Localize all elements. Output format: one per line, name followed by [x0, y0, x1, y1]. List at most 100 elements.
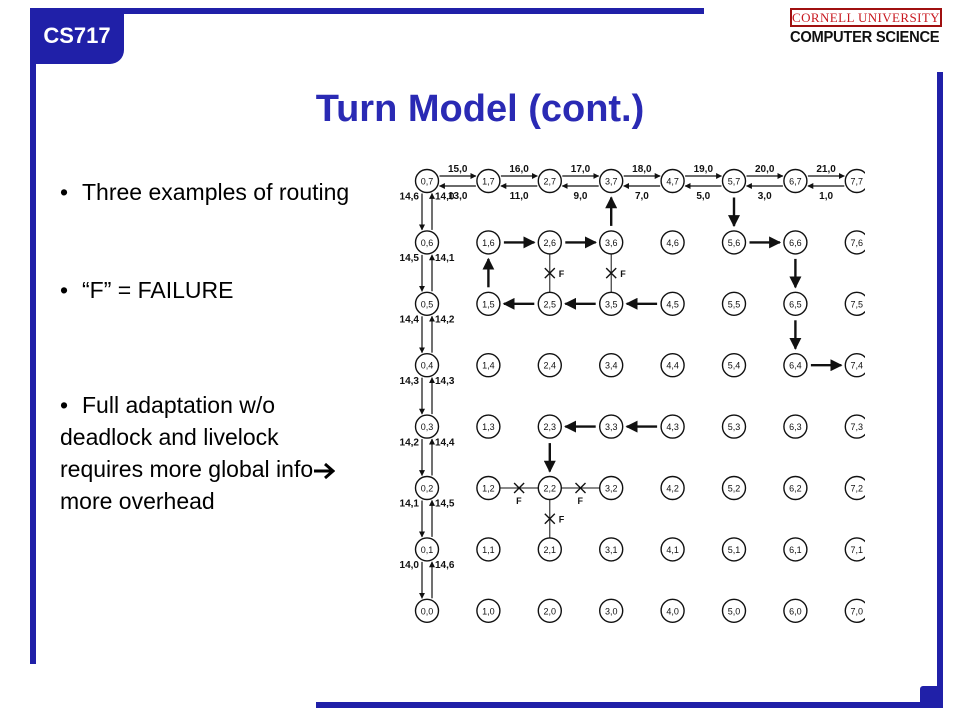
mesh-node-label: 4,7: [666, 177, 679, 187]
mesh-node: [844, 230, 865, 255]
mesh-node-label: 4,2: [666, 484, 679, 494]
mesh-node-label: 4,4: [666, 361, 679, 371]
mesh-node-label: 1,5: [482, 299, 495, 309]
mesh-node-label: 7,0: [851, 606, 864, 616]
mesh-node-label: 7,7: [851, 177, 864, 187]
mesh-node-label: 6,1: [789, 545, 802, 555]
mesh-node-label: 5,6: [728, 238, 741, 248]
mesh-node: [721, 475, 747, 501]
mesh-node: [783, 352, 808, 378]
mesh-node: [414, 168, 440, 194]
mesh-node: [783, 537, 808, 562]
frame-bar-top: [30, 8, 704, 14]
mesh-node: [844, 168, 865, 194]
mesh-node: [476, 414, 501, 439]
label-top-right-channel: 20,0: [755, 164, 775, 175]
mesh-node-label: 6,2: [789, 484, 802, 494]
mesh-node-label: 1,4: [482, 361, 495, 371]
mesh-node-label: 2,3: [544, 422, 557, 432]
mesh-node-label: 0,4: [421, 361, 434, 371]
mesh-node-label: 6,7: [789, 177, 802, 187]
mesh-node: [721, 537, 747, 562]
mesh-node: [721, 168, 747, 194]
mesh-node: [844, 537, 865, 562]
label-left-up-channel: 14,5: [435, 499, 455, 510]
mesh-node: [476, 168, 501, 194]
mesh-node-label: 1,6: [482, 238, 495, 248]
label-top-left-channel: 11,0: [510, 191, 529, 202]
mesh-node-label: 3,4: [605, 361, 618, 371]
mesh-node: [783, 475, 808, 501]
failure-x-icon: [513, 482, 525, 494]
mesh-node: [660, 352, 685, 378]
mesh-node: [844, 353, 865, 378]
mesh-node-label: 2,4: [544, 361, 557, 371]
failure-x-icon: [575, 482, 586, 494]
mesh-node-label: 0,3: [421, 422, 434, 432]
label-top-right-channel: 18,0: [632, 164, 652, 175]
mesh-node: [783, 414, 808, 439]
mesh-links: [419, 173, 845, 599]
mesh-node-label: 0,0: [421, 606, 434, 616]
bullet-failure-legend: •“F” = FAILURE: [60, 274, 360, 306]
mesh-node: [537, 598, 563, 623]
mesh-node: [660, 537, 685, 562]
mesh-node: [414, 414, 440, 439]
bullet-dot: •: [60, 277, 69, 303]
mesh-node: [598, 414, 624, 439]
mesh-node-label: 7,3: [851, 422, 864, 432]
mesh-node-label: 5,2: [728, 484, 741, 494]
bullet-3-text-end: more overhead: [60, 488, 215, 514]
label-top-right-channel: 16,0: [509, 164, 529, 175]
label-top-left-channel: 7,0: [635, 191, 649, 202]
mesh-node: [598, 352, 624, 378]
mesh-node-label: 3,6: [605, 238, 618, 248]
logo-university: CORNELL UNIVERSITY: [790, 8, 942, 27]
slide-title: Turn Model (cont.): [315, 88, 645, 130]
label-top-left-channel: 1,0: [819, 191, 833, 202]
label-left-down-channel: 14,3: [400, 376, 420, 387]
mesh-node-label: 3,2: [605, 484, 618, 494]
logo-department: COMPUTER SCIENCE: [790, 29, 940, 46]
mesh-node: [414, 230, 440, 255]
frame-bar-bottom: [316, 702, 943, 708]
mesh-node: [598, 475, 624, 501]
mesh-node-label: 0,6: [421, 238, 434, 248]
mesh-node: [476, 537, 501, 562]
mesh-node-label: 5,7: [728, 177, 741, 187]
mesh-node-label: 7,6: [851, 238, 864, 248]
mesh-node-label: 1,7: [482, 177, 495, 187]
cornell-cs-logo: CORNELL UNIVERSITY COMPUTER SCIENCE: [790, 8, 942, 50]
mesh-node-label: 4,3: [666, 422, 679, 432]
mesh-node: [414, 352, 440, 378]
label-top-right-channel: 21,0: [816, 164, 836, 175]
mesh-node-label: 2,2: [544, 484, 557, 494]
label-top-right-channel: 19,0: [694, 164, 714, 175]
label-left-up-channel: 14,6: [435, 560, 455, 571]
mesh-node: [844, 598, 865, 623]
mesh-node: [721, 230, 747, 255]
label-top-right-channel: 17,0: [571, 164, 591, 175]
mesh-node: [660, 291, 685, 317]
label-top-left-channel: 13,0: [448, 191, 468, 202]
mesh-node-label: 3,7: [605, 177, 618, 187]
mesh-node: [721, 598, 747, 623]
failure-label: F: [578, 496, 584, 506]
mesh-channel-labels: 15,013,016,011,017,09,018,07,019,05,020,…: [400, 164, 837, 571]
mesh-node-label: 5,1: [728, 545, 741, 555]
mesh-node: [537, 291, 563, 317]
mesh-node: [476, 230, 501, 255]
mesh-node-label: 0,1: [421, 545, 434, 555]
mesh-node: [537, 475, 563, 501]
mesh-node: [476, 352, 501, 378]
bullet-routing-examples: •Three examples of routing: [60, 176, 360, 208]
mesh-node: [598, 230, 624, 255]
mesh-node-label: 5,0: [728, 606, 741, 616]
mesh-node: [783, 598, 808, 623]
label-left-up-channel: 14,3: [435, 376, 455, 387]
arrow-right-icon: [314, 462, 336, 480]
mesh-node-label: 1,3: [482, 422, 495, 432]
mesh-node: [660, 168, 685, 194]
mesh-node: [476, 291, 501, 317]
